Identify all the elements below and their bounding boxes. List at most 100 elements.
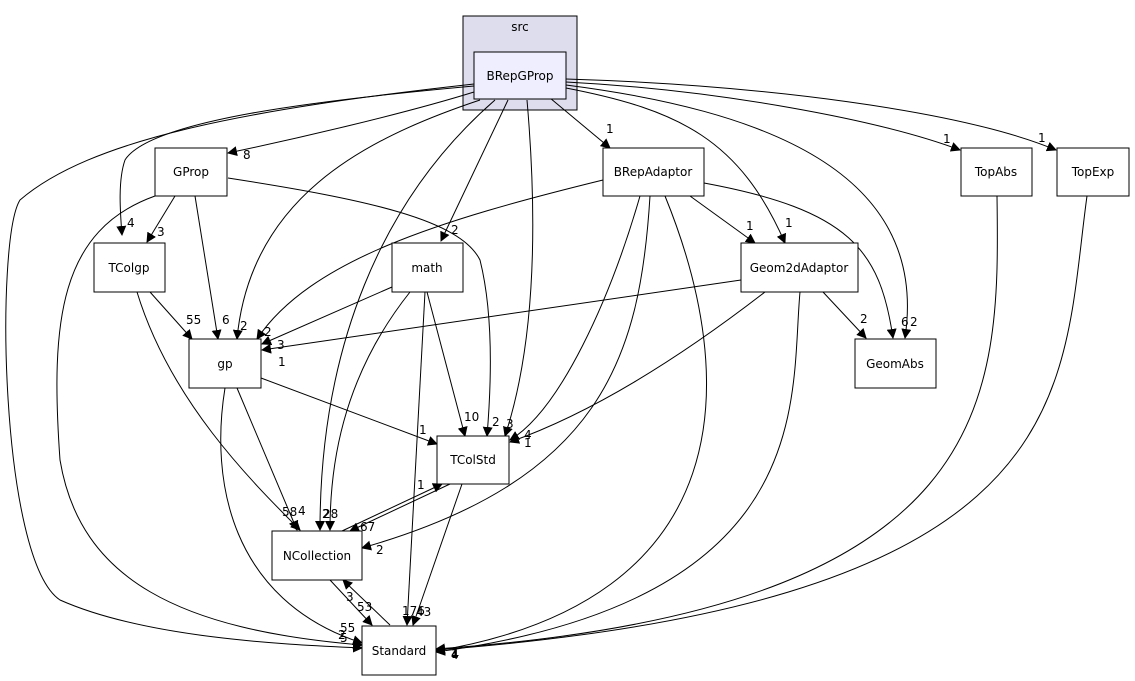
- node-math[interactable]: math: [391, 242, 464, 293]
- edge-math-standard: [402, 291, 426, 626]
- node-geomabs[interactable]: GeomAbs: [854, 338, 937, 389]
- node-label: GProp: [173, 165, 209, 179]
- node-label: BRepAdaptor: [614, 165, 693, 179]
- edge-brepgprop-topabs: [565, 81, 961, 152]
- edge-brepadaptor-gp: [256, 179, 604, 340]
- edge-brepadaptor-geom2dadaptor: [689, 195, 756, 244]
- edge-label: 1: [419, 423, 427, 437]
- edge-gprop-gp: [194, 195, 222, 340]
- edge-gprop-tcolstd: [227, 177, 493, 437]
- edge-label: 4: [451, 647, 459, 661]
- node-label: TopAbs: [974, 165, 1017, 179]
- edge-brepgprop-brepadaptor: [549, 97, 611, 149]
- edge-tcolgp-ncollection: [136, 291, 301, 531]
- edge-label: 3: [506, 417, 514, 431]
- edge-brepadaptor-ncollection: [361, 195, 651, 551]
- node-tcolgp[interactable]: TColgp: [93, 242, 166, 293]
- edge-label: 3: [346, 590, 354, 604]
- edge-label: 2: [338, 628, 346, 642]
- edge-brepadaptor-standard: [435, 195, 708, 655]
- node-brepgprop[interactable]: BRepGProp: [473, 51, 567, 100]
- edge-label: 2: [240, 319, 248, 333]
- edge-label: 28: [323, 507, 338, 521]
- node-label: math: [411, 261, 442, 275]
- edge-label: 1: [417, 478, 425, 492]
- edge-brepgprop-tcolstd: [503, 99, 534, 437]
- node-label: Standard: [372, 644, 427, 658]
- edge-math-tcolstd: [426, 291, 468, 437]
- node-gprop[interactable]: GProp: [154, 147, 228, 197]
- node-gp[interactable]: gp: [188, 338, 262, 389]
- edge-gp-ncollection: [236, 387, 299, 531]
- node-label: NCollection: [283, 549, 351, 563]
- edge-label: 53: [357, 600, 372, 614]
- edge-topabs-standard: [435, 195, 998, 654]
- edge-label: 1: [451, 647, 459, 661]
- edge-label: 3: [157, 225, 165, 239]
- node-topabs[interactable]: TopAbs: [960, 147, 1033, 197]
- edge-brepgprop-gprop: [227, 91, 475, 157]
- edge-standard-ncollection: [342, 579, 391, 626]
- edge-label: 2: [264, 325, 272, 339]
- edge-topexp-standard: [435, 195, 1088, 655]
- edge-math-ncollection: [325, 291, 411, 531]
- edge-gp-tcolstd: [260, 377, 438, 446]
- edge-ncollection-standard: [329, 579, 373, 626]
- node-standard[interactable]: Standard: [361, 625, 437, 676]
- node-ncollection[interactable]: NCollection: [271, 530, 363, 581]
- edge-labels: 8 1 1 1 4 2 1 2 2 3 2 2 3 6 2 5 1 2 6 4 …: [127, 122, 1046, 662]
- edge-brepgprop-standard: [5, 83, 475, 653]
- edge-ncollection-tcolstd: [341, 483, 443, 532]
- edge-label: 2: [376, 543, 384, 557]
- edge-label: 4: [524, 428, 532, 442]
- edge-geom2dadaptor-standard: [435, 291, 801, 656]
- node-tcolstd[interactable]: TColStd: [436, 435, 510, 485]
- edge-label: 1: [943, 132, 951, 146]
- edge-label: 3: [277, 338, 285, 352]
- edge-label: 2: [322, 507, 330, 521]
- edge-gprop-standard: [56, 195, 363, 650]
- edge-gp-standard: [220, 387, 363, 645]
- edge-brepgprop-gp: [232, 99, 481, 340]
- edge-geom2dadaptor-gp: [261, 279, 742, 354]
- edge-label: 1: [785, 216, 793, 230]
- edge-label: 4: [298, 504, 306, 518]
- edge-label: 176: [402, 604, 425, 618]
- edges: [5, 78, 1088, 656]
- edge-brepgprop-topexp: [565, 78, 1057, 152]
- edge-label: 1: [278, 355, 286, 369]
- edge-brepgprop-ncollection: [315, 99, 496, 531]
- node-label: BRepGProp: [487, 69, 554, 83]
- node-label: gp: [217, 357, 232, 371]
- edge-geom2dadaptor-geomabs: [822, 291, 867, 339]
- edge-label: 1: [452, 645, 460, 659]
- edge-label: 43: [416, 605, 431, 619]
- edge-label: 2: [860, 312, 868, 326]
- edge-label: 5: [340, 631, 348, 645]
- edge-tcolgp-gp: [149, 291, 193, 340]
- node-label: TColgp: [108, 261, 150, 275]
- edge-label: 67: [360, 520, 375, 534]
- node-label: Geom2dAdaptor: [750, 261, 849, 275]
- edge-gprop-tcolgp: [146, 195, 176, 243]
- node-geom2dadaptor[interactable]: Geom2dAdaptor: [740, 242, 859, 293]
- edge-label: 2: [492, 415, 500, 429]
- node-label: TColStd: [449, 453, 496, 467]
- node-brepadaptor[interactable]: BRepAdaptor: [602, 147, 705, 197]
- edge-brepadaptor-tcolstd: [509, 195, 641, 441]
- edge-brepadaptor-geomabs: [703, 182, 897, 339]
- edge-label: 55: [186, 313, 201, 327]
- node-label: TopExp: [1071, 165, 1115, 179]
- node-topexp[interactable]: TopExp: [1056, 147, 1130, 197]
- edge-brepgprop-geom2dadaptor: [565, 87, 786, 244]
- edge-label: 4: [451, 648, 459, 662]
- edge-label: 6: [222, 313, 230, 327]
- edge-brepgprop-geomabs: [565, 84, 912, 339]
- edge-label: 58: [282, 505, 297, 519]
- edge-label: 55: [340, 621, 355, 635]
- edge-label: 1: [1038, 131, 1046, 145]
- edge-label: 10: [464, 410, 479, 424]
- edge-label: 1: [524, 436, 532, 450]
- edge-label: 1: [746, 219, 754, 233]
